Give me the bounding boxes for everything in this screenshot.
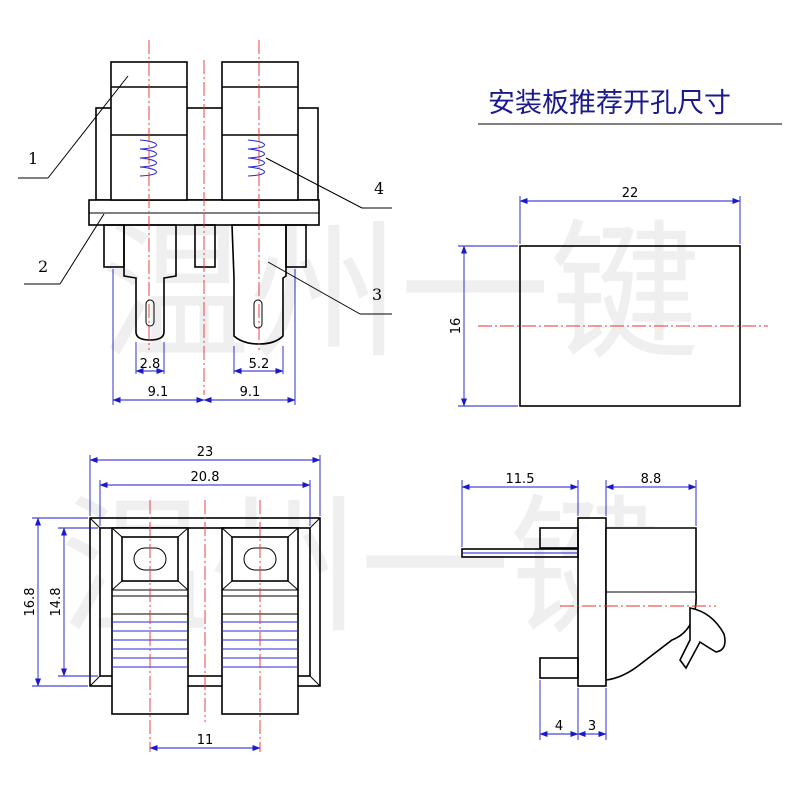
dim-terminal-width-5-2: 5.2 bbox=[249, 357, 270, 372]
side-top-post bbox=[539, 527, 579, 549]
right-button bbox=[221, 61, 299, 201]
side-bottom-post bbox=[539, 657, 579, 679]
dim-cutout-width: 22 bbox=[622, 186, 639, 201]
dim-flange-3: 3 bbox=[588, 719, 596, 734]
left-spring bbox=[139, 139, 157, 177]
part-label-3: 3 bbox=[372, 285, 382, 304]
dim-post-4: 4 bbox=[555, 719, 563, 734]
left-terminal-slot bbox=[145, 299, 155, 327]
dim-pitch-left-9-1: 9.1 bbox=[148, 385, 169, 400]
dim-pitch-right-9-1: 9.1 bbox=[240, 385, 261, 400]
dim-pitch-11: 11 bbox=[197, 733, 214, 748]
dim-body-width-20-8: 20.8 bbox=[191, 470, 220, 485]
part-label-1: 1 bbox=[28, 149, 38, 168]
panel-cutout-view: 22 16 bbox=[449, 186, 768, 407]
bottom-view: 23 20.8 16.8 14.8 11 bbox=[23, 445, 321, 752]
dim-cutout-height: 16 bbox=[449, 318, 464, 335]
side-button bbox=[605, 527, 697, 681]
watermark: 温州一键 温州一键 bbox=[60, 207, 700, 656]
part-label-2: 2 bbox=[38, 257, 48, 276]
dim-terminal-width-2-8: 2.8 bbox=[140, 357, 161, 372]
center-post bbox=[194, 224, 216, 268]
dim-body-height-14-8: 14.8 bbox=[49, 588, 64, 617]
cutout-rectangle bbox=[519, 245, 741, 407]
side-flange bbox=[577, 517, 607, 687]
dim-overall-width-23: 23 bbox=[197, 445, 214, 460]
dim-overall-height-16-8: 16.8 bbox=[23, 588, 38, 617]
side-lever bbox=[679, 607, 726, 670]
drawing-title: 安装板推荐开孔尺寸 bbox=[488, 88, 731, 119]
part-label-4: 4 bbox=[374, 179, 384, 198]
dim-height-8-8: 8.8 bbox=[641, 472, 662, 487]
dim-depth-11-5: 11.5 bbox=[506, 472, 535, 487]
side-view: 11.5 8.8 4 3 bbox=[461, 472, 726, 740]
part-callouts: 1 2 3 4 bbox=[18, 75, 392, 315]
front-view: 2.8 5.2 9.1 9.1 bbox=[88, 40, 320, 405]
svg-text:温州一键: 温州一键 bbox=[100, 207, 700, 381]
right-spring bbox=[247, 139, 265, 177]
left-terminal bbox=[123, 224, 177, 341]
right-terminal-slot bbox=[253, 299, 263, 329]
